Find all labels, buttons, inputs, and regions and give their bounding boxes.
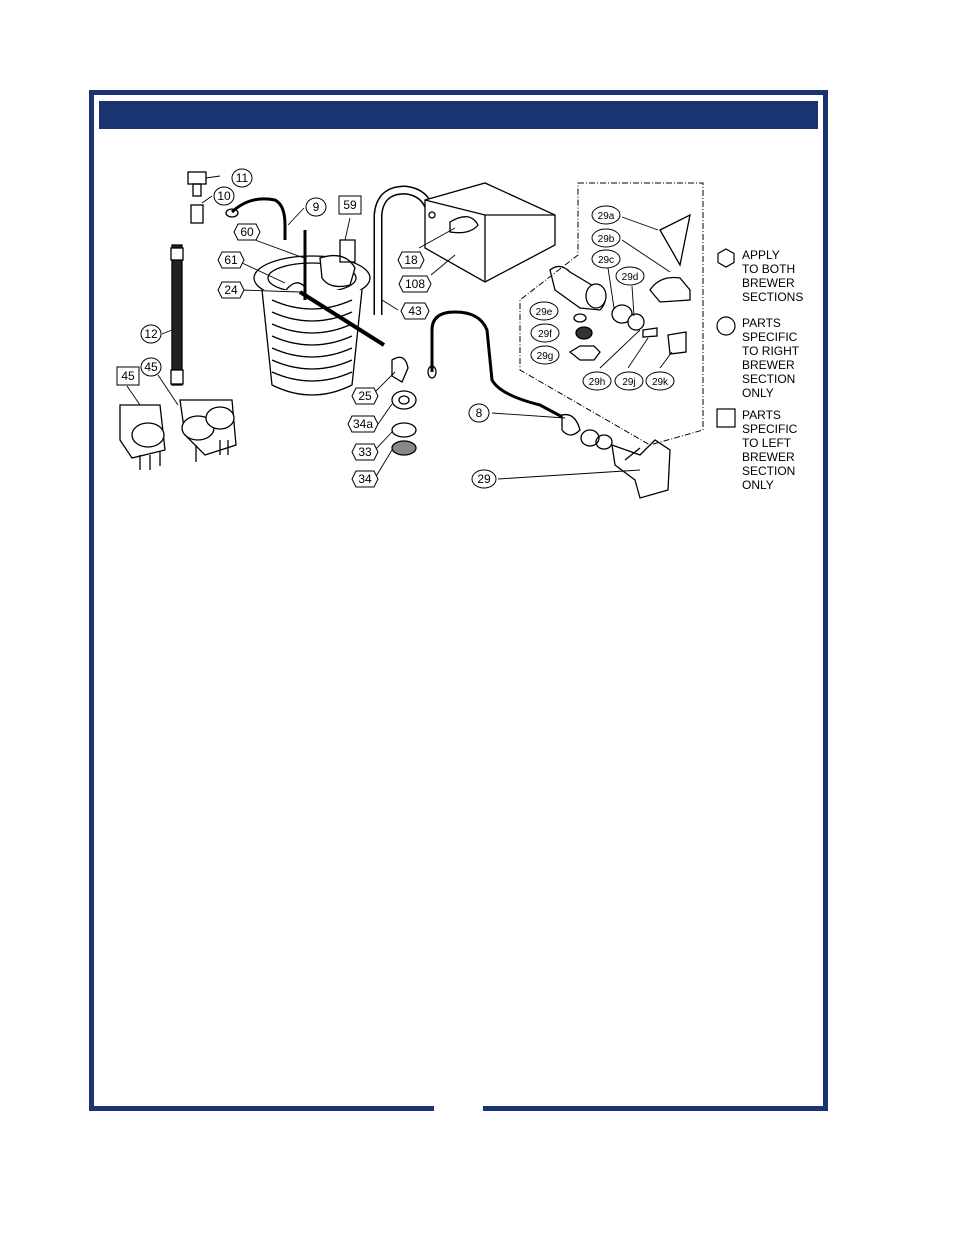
callout-33: 33 — [358, 445, 372, 459]
parts-diagram: 11 10 9 59 60 61 24 12 45 45 18 108 43 2… — [116, 168, 704, 499]
callout-60: 60 — [240, 225, 254, 239]
header-bar — [99, 101, 818, 129]
callout-45-left: 45 — [121, 369, 135, 383]
page-frame-bottom-right — [483, 1106, 828, 1111]
callout-29g: 29g — [537, 351, 554, 362]
callout-29j: 29j — [622, 377, 635, 388]
callout-labels: 11 10 9 59 60 61 24 12 45 45 18 108 43 2… — [121, 171, 491, 486]
callout-29f: 29f — [538, 329, 552, 340]
callout-34: 34 — [358, 472, 372, 486]
callout-108: 108 — [405, 277, 425, 291]
callout-29c: 29c — [598, 255, 614, 266]
callout-labels-small: 29a 29b 29c 29d 29e 29f 29g 29h 29j 29k — [536, 211, 669, 388]
callout-29e: 29e — [536, 307, 553, 318]
callout-10: 10 — [217, 189, 231, 203]
callout-29d: 29d — [622, 272, 639, 283]
callout-29h: 29h — [589, 377, 606, 388]
page-frame — [89, 90, 828, 1111]
callout-25: 25 — [358, 389, 372, 403]
page-frame-bottom-left — [89, 1106, 434, 1111]
callout-24: 24 — [224, 283, 238, 297]
leader-lines — [126, 175, 673, 480]
callout-29k: 29k — [652, 377, 669, 388]
detail-outline — [519, 182, 704, 446]
callout-34a: 34a — [353, 417, 373, 431]
callout-12: 12 — [144, 327, 158, 341]
callout-18: 18 — [404, 253, 418, 267]
callout-squares — [116, 195, 362, 386]
legend-left-text: PARTS SPECIFIC TO LEFT BREWER SECTION ON… — [742, 408, 798, 492]
square-icon — [716, 408, 736, 428]
callout-29a: 29a — [598, 211, 615, 222]
callout-9: 9 — [313, 200, 320, 214]
legend-right-text: PARTS SPECIFIC TO RIGHT BREWER SECTION O… — [742, 316, 800, 400]
callout-29: 29 — [477, 472, 491, 486]
hexagon-icon — [717, 248, 735, 268]
callout-43: 43 — [408, 304, 422, 318]
callout-11: 11 — [236, 171, 249, 185]
callout-29b: 29b — [598, 234, 615, 245]
diagram-drawing — [119, 171, 691, 499]
circle-icon — [716, 316, 736, 336]
callout-45-right: 45 — [144, 360, 158, 374]
callout-circles — [140, 168, 675, 489]
callout-59: 59 — [343, 198, 357, 212]
legend-both-text: APPLY TO BOTH BREWER SECTIONS — [742, 248, 804, 304]
callout-hexagons — [217, 223, 432, 488]
callout-61: 61 — [224, 253, 238, 267]
callout-8: 8 — [476, 406, 483, 420]
